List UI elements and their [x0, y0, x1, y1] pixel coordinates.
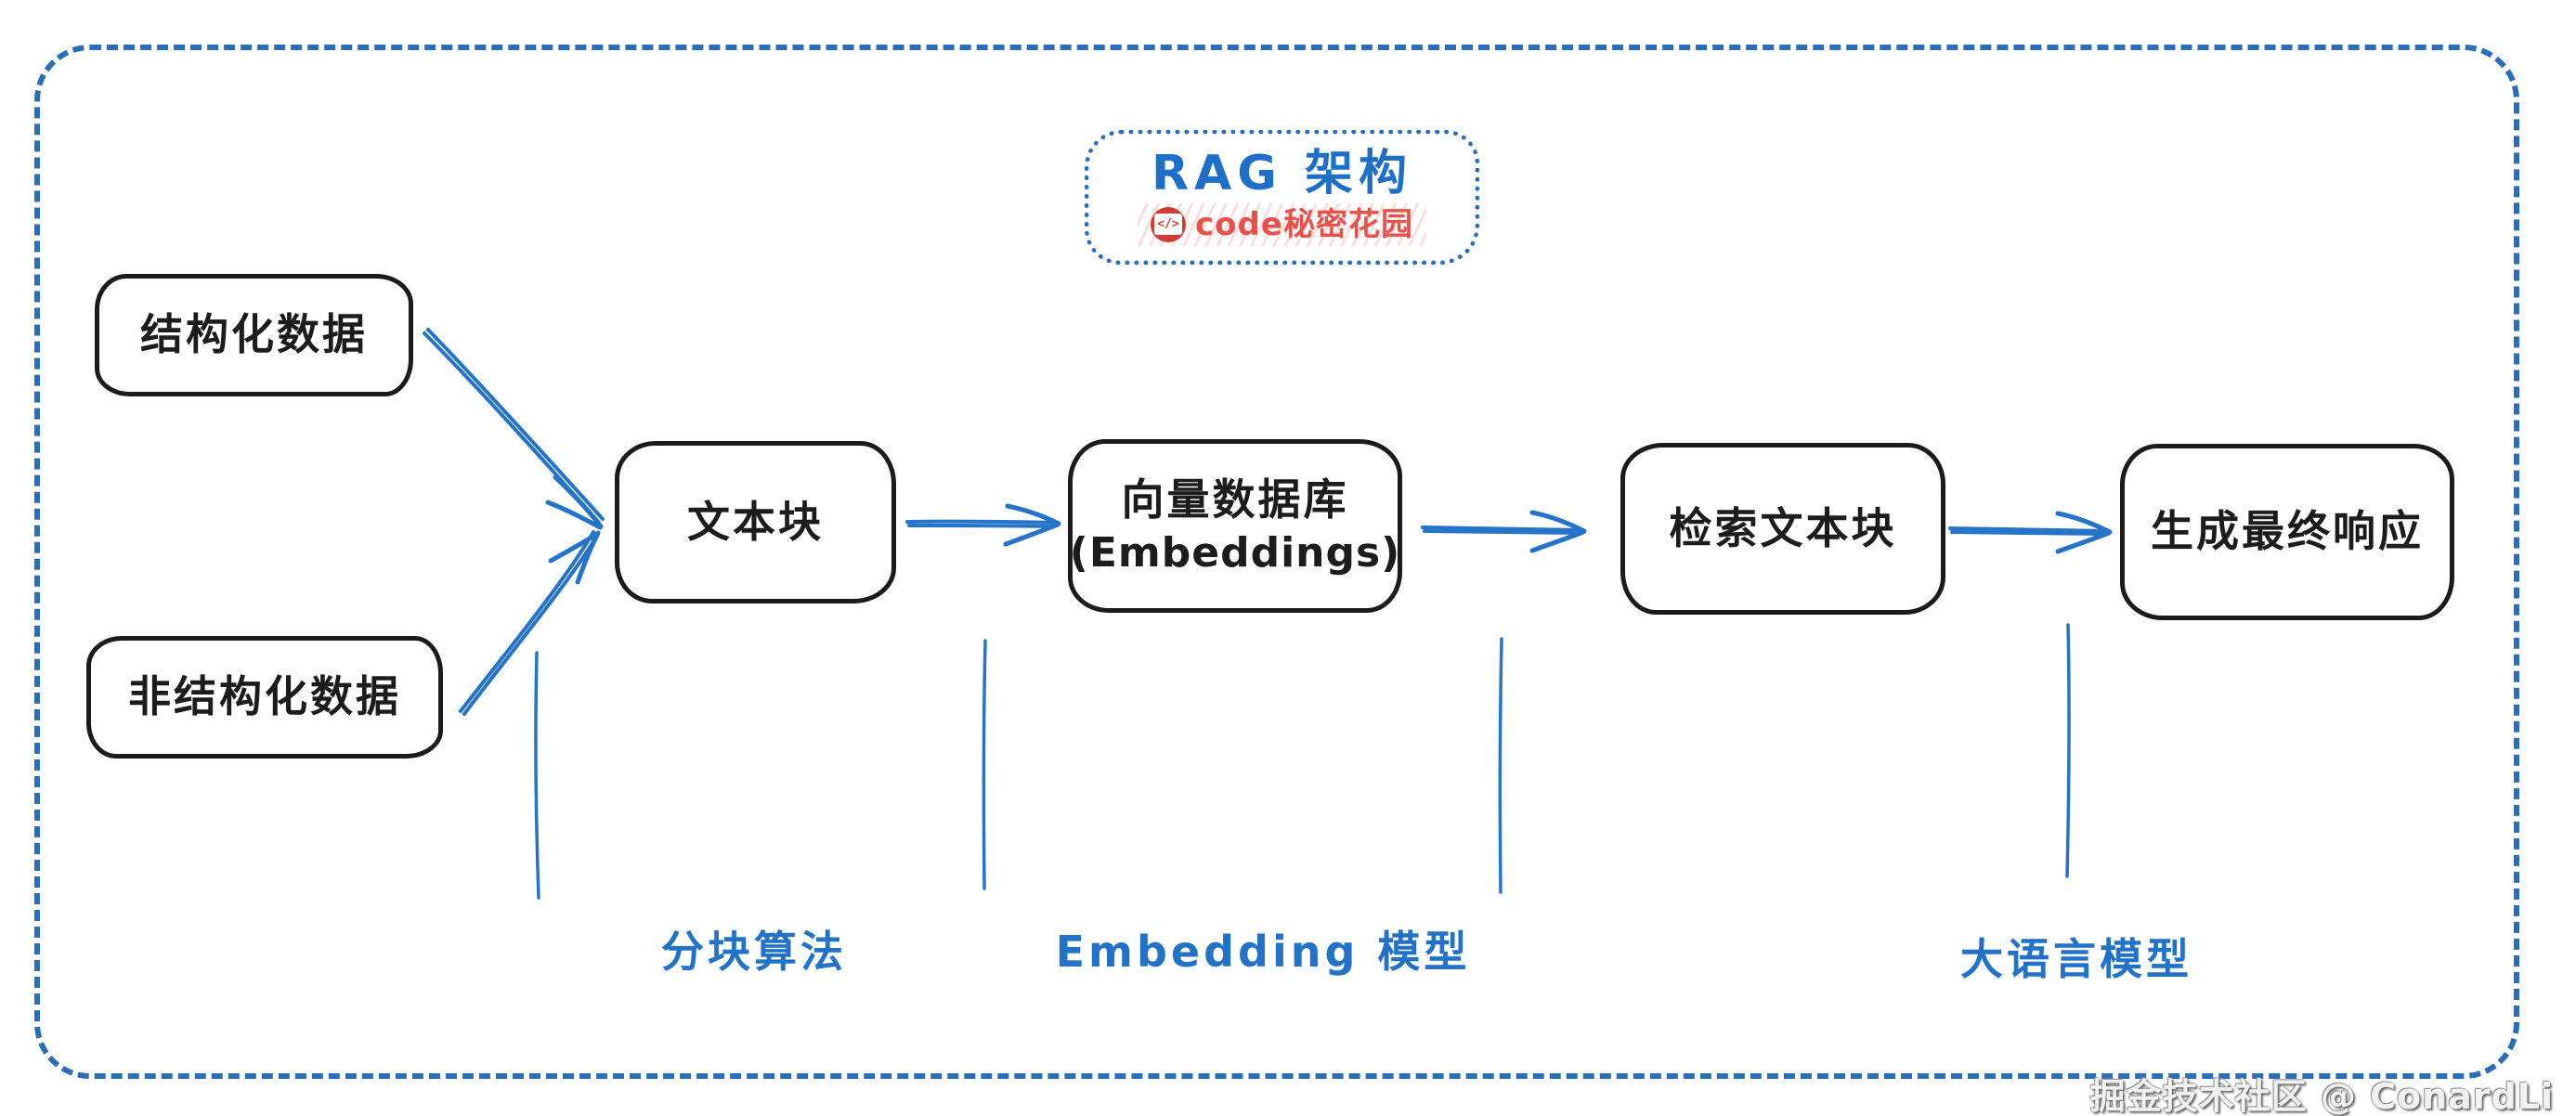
outer-dashed-frame: [34, 45, 2519, 1079]
node-final-response: 生成最终响应: [2120, 444, 2454, 620]
stage-label-llm: 大语言模型: [1960, 934, 2192, 984]
brand-watermark: </> code秘密花园: [1138, 202, 1426, 246]
diagram-title: RAG 架构: [1151, 145, 1413, 201]
node-text-chunks-label: 文本块: [687, 496, 824, 547]
node-retrieved-chunks-label: 检索文本块: [1669, 502, 1897, 553]
stage-label-chunking: 分块算法: [661, 927, 847, 977]
code-garden-logo-icon: </>: [1151, 206, 1187, 242]
node-vector-database: 向量数据库 (Embeddings): [1068, 439, 1402, 613]
node-unstructured-data: 非结构化数据: [86, 636, 443, 759]
node-final-response-label: 生成最终响应: [2151, 506, 2424, 557]
node-structured-data-label: 结构化数据: [140, 309, 368, 360]
node-vector-database-sublabel: (Embeddings): [1069, 528, 1401, 577]
stage-label-embedding-model: Embedding 模型: [1055, 927, 1471, 977]
brand-name: code秘密花园: [1195, 205, 1413, 243]
footer-credit-watermark: 掘金技术社区 @ ConardLi: [2089, 1076, 2554, 1116]
node-text-chunks: 文本块: [615, 441, 896, 603]
node-structured-data: 结构化数据: [95, 274, 413, 396]
node-retrieved-chunks: 检索文本块: [1620, 443, 1945, 615]
title-box: RAG 架构 </> code秘密花园: [1085, 130, 1479, 265]
node-unstructured-data-label: 非结构化数据: [128, 671, 401, 722]
node-vector-database-label: 向量数据库: [1121, 474, 1349, 526]
